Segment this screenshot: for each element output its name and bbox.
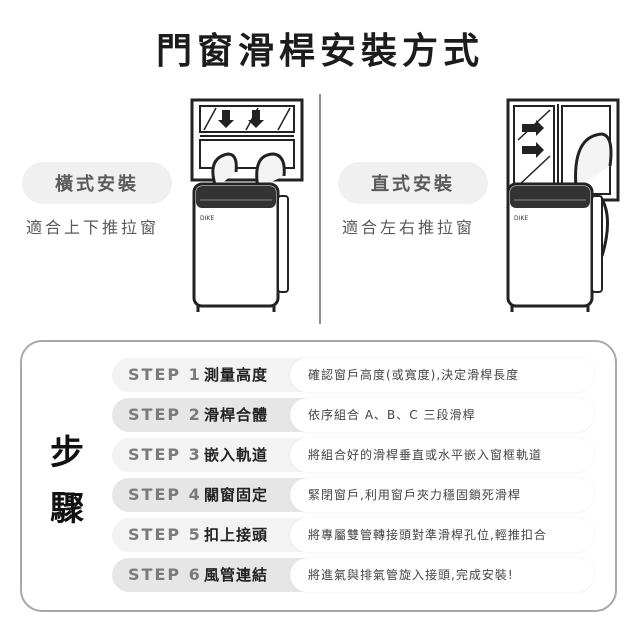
page-title: 門窗滑桿安裝方式 <box>155 31 484 72</box>
step-name: 滑桿合體 <box>204 406 269 424</box>
horizontal-window-icon <box>190 98 304 182</box>
arrow-down-icon <box>248 110 264 128</box>
step-number: STEP 1 <box>128 365 202 384</box>
step-description: 緊閉窗戶,利用窗戶夾力穩固鎖死滑桿 <box>290 478 594 512</box>
svg-text:DIKE: DIKE <box>200 215 214 222</box>
arrow-right-icon <box>522 142 544 158</box>
step-number: STEP 5 <box>128 525 202 544</box>
step-name: 扣上接頭 <box>204 526 269 544</box>
vertical-install-illustration: DIKE <box>506 98 620 312</box>
step-name: 風管連結 <box>204 566 269 584</box>
step-row-5: STEP 5 扣上接頭 將專屬雙管轉接頭對準滑桿孔位,輕推扣合 <box>112 518 594 552</box>
step-row-4: STEP 4 關窗固定 緊閉窗戶,利用窗戶夾力穩固鎖死滑桿 <box>112 478 594 512</box>
arrow-down-icon <box>218 110 234 128</box>
step-row-6: STEP 6 風管連結 將進氣與排氣管旋入接頭,完成安裝! <box>112 558 594 592</box>
svg-text:DIKE: DIKE <box>514 215 528 222</box>
step-name: 測量高度 <box>204 366 269 384</box>
step-number: STEP 3 <box>128 445 202 464</box>
vertical-install-label: 直式安裝 <box>338 162 488 204</box>
step-description: 確認窗戶高度(或寬度),決定滑桿長度 <box>290 358 594 392</box>
horizontal-install-illustration: DIKE <box>190 98 304 312</box>
steps-heading: 步 驟 <box>50 433 84 529</box>
step-number: STEP 2 <box>128 405 202 424</box>
portable-ac-icon: DIKE <box>506 182 603 312</box>
step-number: STEP 4 <box>128 485 202 504</box>
step-name: 嵌入軌道 <box>204 446 269 464</box>
step-number: STEP 6 <box>128 565 202 584</box>
step-row-1: STEP 1 測量高度 確認窗戶高度(或寬度),決定滑桿長度 <box>112 358 594 392</box>
horizontal-install-desc: 適合上下推拉窗 <box>26 218 160 237</box>
step-description: 將進氣與排氣管旋入接頭,完成安裝! <box>290 558 594 592</box>
step-name: 關窗固定 <box>204 486 269 504</box>
arrow-right-icon <box>522 120 544 136</box>
step-description: 依序組合 A、B、C 三段滑桿 <box>290 398 594 432</box>
step-description: 將專屬雙管轉接頭對準滑桿孔位,輕推扣合 <box>290 518 594 552</box>
center-divider <box>319 94 321 324</box>
step-description: 將組合好的滑桿垂直或水平嵌入窗框軌道 <box>290 438 594 472</box>
step-row-3: STEP 3 嵌入軌道 將組合好的滑桿垂直或水平嵌入窗框軌道 <box>112 438 594 472</box>
vertical-install-desc: 適合左右推拉窗 <box>342 218 476 237</box>
step-row-2: STEP 2 滑桿合體 依序組合 A、B、C 三段滑桿 <box>112 398 594 432</box>
portable-ac-icon: DIKE <box>192 182 289 312</box>
horizontal-install-label: 橫式安裝 <box>22 162 172 204</box>
